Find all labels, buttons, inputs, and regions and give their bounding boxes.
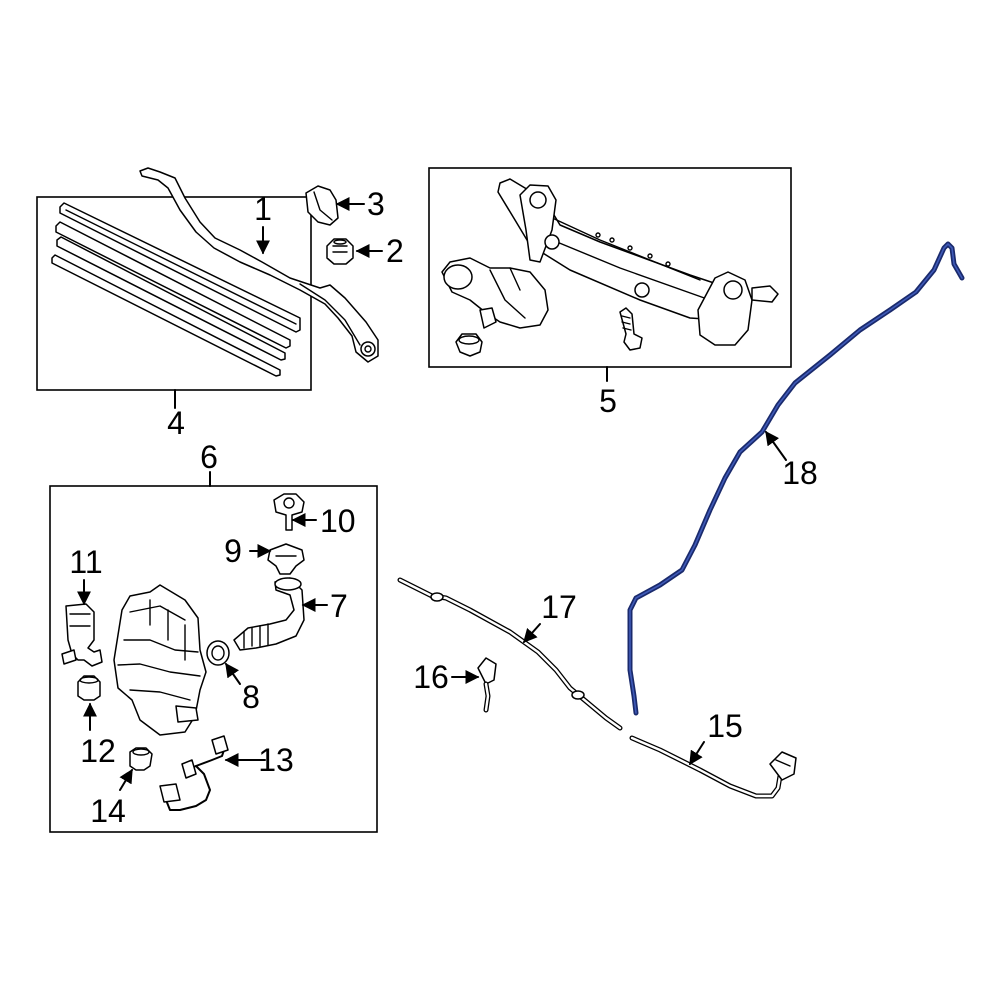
leader-lines: [77, 197, 787, 791]
blade-middle: [55, 221, 291, 349]
callout-17: 17: [541, 589, 577, 625]
motor-grommet: [455, 333, 483, 357]
leader-14: [119, 768, 133, 791]
callout-10: 10: [320, 503, 356, 539]
blade-outer: [59, 202, 301, 333]
callout-9: 9: [224, 533, 242, 569]
blade-strip: [51, 254, 281, 377]
wiper-blades: [51, 202, 301, 377]
arm-cap: [305, 185, 339, 226]
callout-8: 8: [242, 679, 260, 715]
arm-nut: [326, 238, 354, 265]
callout-5: 5: [599, 383, 617, 419]
arm-body: [139, 167, 379, 363]
callout-4: 4: [167, 405, 185, 441]
callout-1: 1: [254, 191, 272, 227]
wiper-arm: [139, 167, 379, 363]
callout-12: 12: [80, 733, 116, 769]
motor-linkage-group: [428, 167, 792, 368]
clip: [267, 543, 305, 575]
reservoir-cap: [273, 493, 305, 531]
leader-15: [689, 741, 705, 766]
leader-18: [765, 430, 787, 461]
blade-refill: [56, 236, 286, 361]
callout-13: 13: [258, 742, 294, 778]
callout-11: 11: [69, 544, 102, 580]
callout-15: 15: [707, 708, 743, 744]
level-sensor: [159, 783, 181, 803]
hose-with-connector: [629, 735, 797, 799]
washer-hose: [397, 577, 623, 731]
callout-16: 16: [413, 659, 449, 695]
callout-18: 18: [782, 455, 818, 491]
callout-7: 7: [330, 588, 348, 624]
grommet: [206, 640, 230, 666]
reservoir-group: [49, 485, 378, 833]
reservoir-group-frame: [49, 485, 378, 833]
callout-6: 6: [200, 439, 218, 475]
callout-3: 3: [367, 186, 385, 222]
leader-17: [523, 623, 541, 644]
highlighted-washer-hose: [627, 241, 965, 716]
wiper-blade-group: [36, 196, 312, 391]
callout-14: 14: [90, 793, 126, 829]
pump-grommet: [77, 675, 101, 701]
hose-connector: [769, 751, 797, 781]
motor-group-frame: [428, 167, 792, 368]
callout-labels: 1 2 3 4 5 6 7 8 9 10 11 12 13 14 15 16 1…: [69, 186, 817, 829]
washer-nozzle: [477, 657, 497, 713]
callout-2: 2: [386, 233, 404, 269]
motor-bolt: [619, 307, 643, 351]
leader-8: [225, 662, 241, 685]
arm-pivot-hole: [360, 341, 376, 357]
